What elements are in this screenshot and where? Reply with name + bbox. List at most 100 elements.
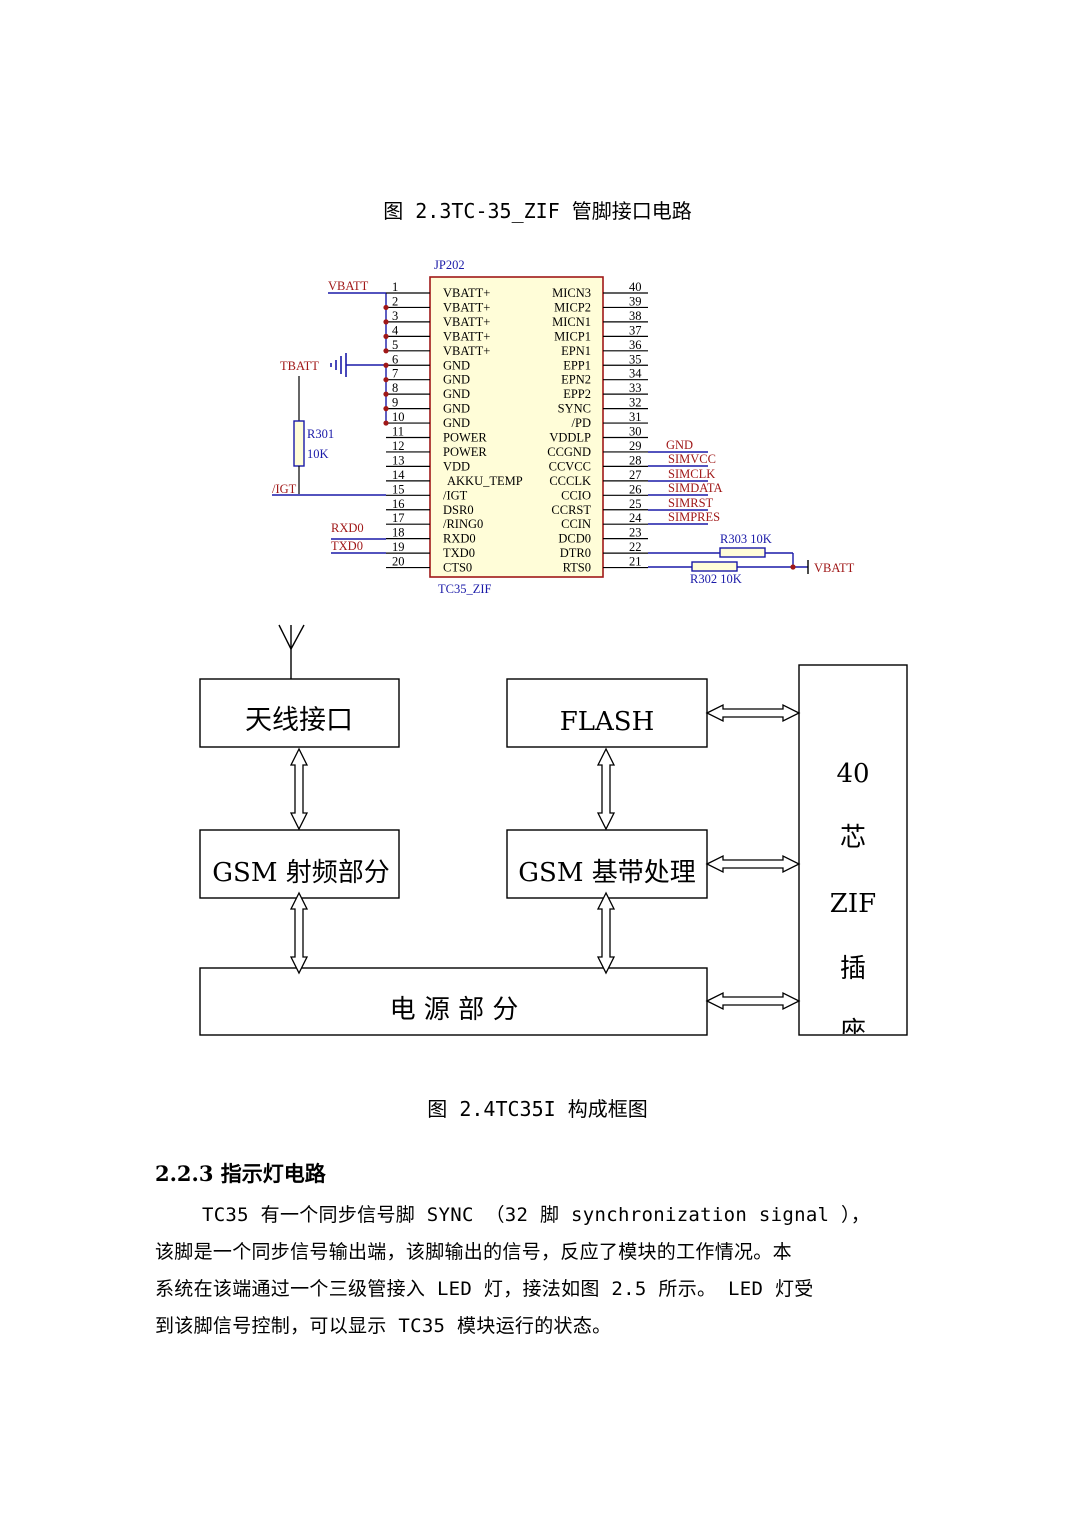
pin-name-left: VBATT+ [443,329,490,343]
pin-name-right: EPN1 [561,344,591,358]
pin-number-left: 7 [392,367,398,381]
pin-number-left: 18 [392,526,405,540]
antenna-icon [278,624,305,679]
pin-number-right: 35 [629,352,642,366]
pin-number-right: 28 [629,453,642,467]
pin-number-left: 15 [392,482,405,496]
pin-number-left: 3 [392,309,398,323]
paragraph-line: TC35 有一个同步信号脚 SYNC （32 脚 synchronization… [155,1204,871,1226]
baseband-block-label: GSM 基带处理 [518,858,695,888]
pin-name-left: VBATT+ [443,300,490,314]
r301-value: 10K [307,447,329,461]
pin-number-right: 27 [629,468,642,482]
pin-name-right: CCVCC [549,459,591,473]
power-block [199,967,708,1036]
arrow-baseband-zif [706,855,800,873]
pin-name-left: /RING0 [443,517,483,531]
pin-name-right: MICP1 [554,329,591,343]
paragraph-line: 系统在该端通过一个三级管接入 LED 灯，接法如图 2.5 所示。 LED 灯受 [155,1278,814,1300]
paragraph-line: 到该脚信号控制，可以显示 TC35 模块运行的状态。 [155,1315,612,1337]
power-block-label: 电 源 部 分 [390,995,519,1025]
flash-block [506,678,708,748]
part-name-label: TC35_ZIF [438,582,492,596]
net-label-txd0: TXD0 [331,539,363,553]
pin-number-left: 14 [392,468,405,482]
pin-number-left: 10 [392,410,405,424]
net-label-simvcc: SIMVCC [668,452,716,466]
pin-name-right: EPP1 [563,358,591,372]
pin-number-left: 2 [392,294,398,308]
arrow-flash-baseband [597,748,615,830]
pin-name-right: CCIN [561,517,591,531]
pin-number-right: 33 [629,381,642,395]
ic-body [429,276,604,578]
pin-name-left: AKKU_TEMP [447,474,523,488]
pin-number-left: 1 [392,280,398,294]
arrow-baseband-power [597,892,615,974]
zif-label-line: ZIF [830,889,876,919]
pin-number-left: 17 [392,511,405,525]
rf-block-label: GSM 射频部分 [212,858,389,888]
paragraph-line: 该脚是一个同步信号输出端，该脚输出的信号，反应了模块的工作情况。本 [155,1241,792,1263]
pin-name-right: SYNC [558,402,591,416]
pin-name-right: CCIO [561,488,591,502]
pin-name-left: VBATT+ [443,344,490,358]
net-label-tbatt: TBATT [280,359,319,373]
antenna-block [199,678,400,748]
zif-label-line: 插 [840,954,866,984]
arrow-flash-zif [706,704,800,722]
pin-number-right: 24 [629,511,642,525]
pin-number-right: 31 [629,410,642,424]
pin-number-right: 37 [629,323,642,337]
pin-number-left: 13 [392,453,405,467]
pin-name-right: DCD0 [558,532,591,546]
pin-number-right: 32 [629,396,642,410]
figure-2-3-caption: 图 2.3TC-35_ZIF 管脚接口电路 [383,199,692,223]
arrow-antenna-rf [290,748,308,830]
r303-label: R303 10K [720,532,772,546]
net-label-vbatt-left: VBATT [328,279,369,293]
pin-number-right: 21 [629,555,642,569]
antenna-block-label: 天线接口 [245,705,353,736]
pin-name-left: GND [443,387,470,401]
pin-number-right: 30 [629,425,642,439]
zif-label-line: 40 [836,759,869,789]
pin-number-left: 9 [392,396,398,410]
pin-number-right: 23 [629,526,642,540]
pin-number-right: 34 [629,367,642,381]
net-label-simclk: SIMCLK [668,467,715,481]
figure-2-4-caption: 图 2.4TC35I 构成框图 [427,1097,648,1121]
pin-number-right: 29 [629,439,642,453]
arrow-power-zif [706,992,800,1010]
pin-number-right: 25 [629,497,642,511]
pin-name-right: MICP2 [554,300,591,314]
pin-name-right: RTS0 [563,561,591,575]
pin-name-right: MICN3 [552,286,591,300]
pin-name-right: EPP2 [563,387,591,401]
pin-name-left: TXD0 [443,546,475,560]
net-label-rxd0: RXD0 [331,521,364,535]
pin-name-right: MICN1 [552,315,591,329]
r302-label: R302 10K [690,572,742,586]
zif-label-line: 芯 [840,823,866,853]
pin-number-left: 11 [392,425,404,439]
pin-name-right: /PD [572,416,591,430]
pin-name-left: GND [443,358,470,372]
pin-number-left: 8 [392,381,398,395]
pin-name-left: VDD [443,459,470,473]
pin-name-left: GND [443,373,470,387]
part-ref-label: JP202 [434,258,465,272]
pin-name-right: VDDLP [549,431,591,445]
tc35i-block-diagram: 天线接口 FLASH GSM 射频部分 GSM 基带处理 电 源 部 分 40 芯… [199,624,908,1045]
pin-name-left: POWER [443,445,487,459]
r301-ref: R301 [307,427,334,441]
flash-block-label: FLASH [560,707,655,737]
pin-number-right: 36 [629,338,642,352]
pin-name-left: GND [443,402,470,416]
pin-name-left: GND [443,416,470,430]
net-label-simdata: SIMDATA [668,481,723,495]
resistor-r302 [691,561,738,572]
body-paragraph: TC35 有一个同步信号脚 SYNC （32 脚 synchronization… [155,1197,925,1345]
zif-label-line: 座 [840,1017,866,1045]
arrow-rf-power [290,892,308,974]
